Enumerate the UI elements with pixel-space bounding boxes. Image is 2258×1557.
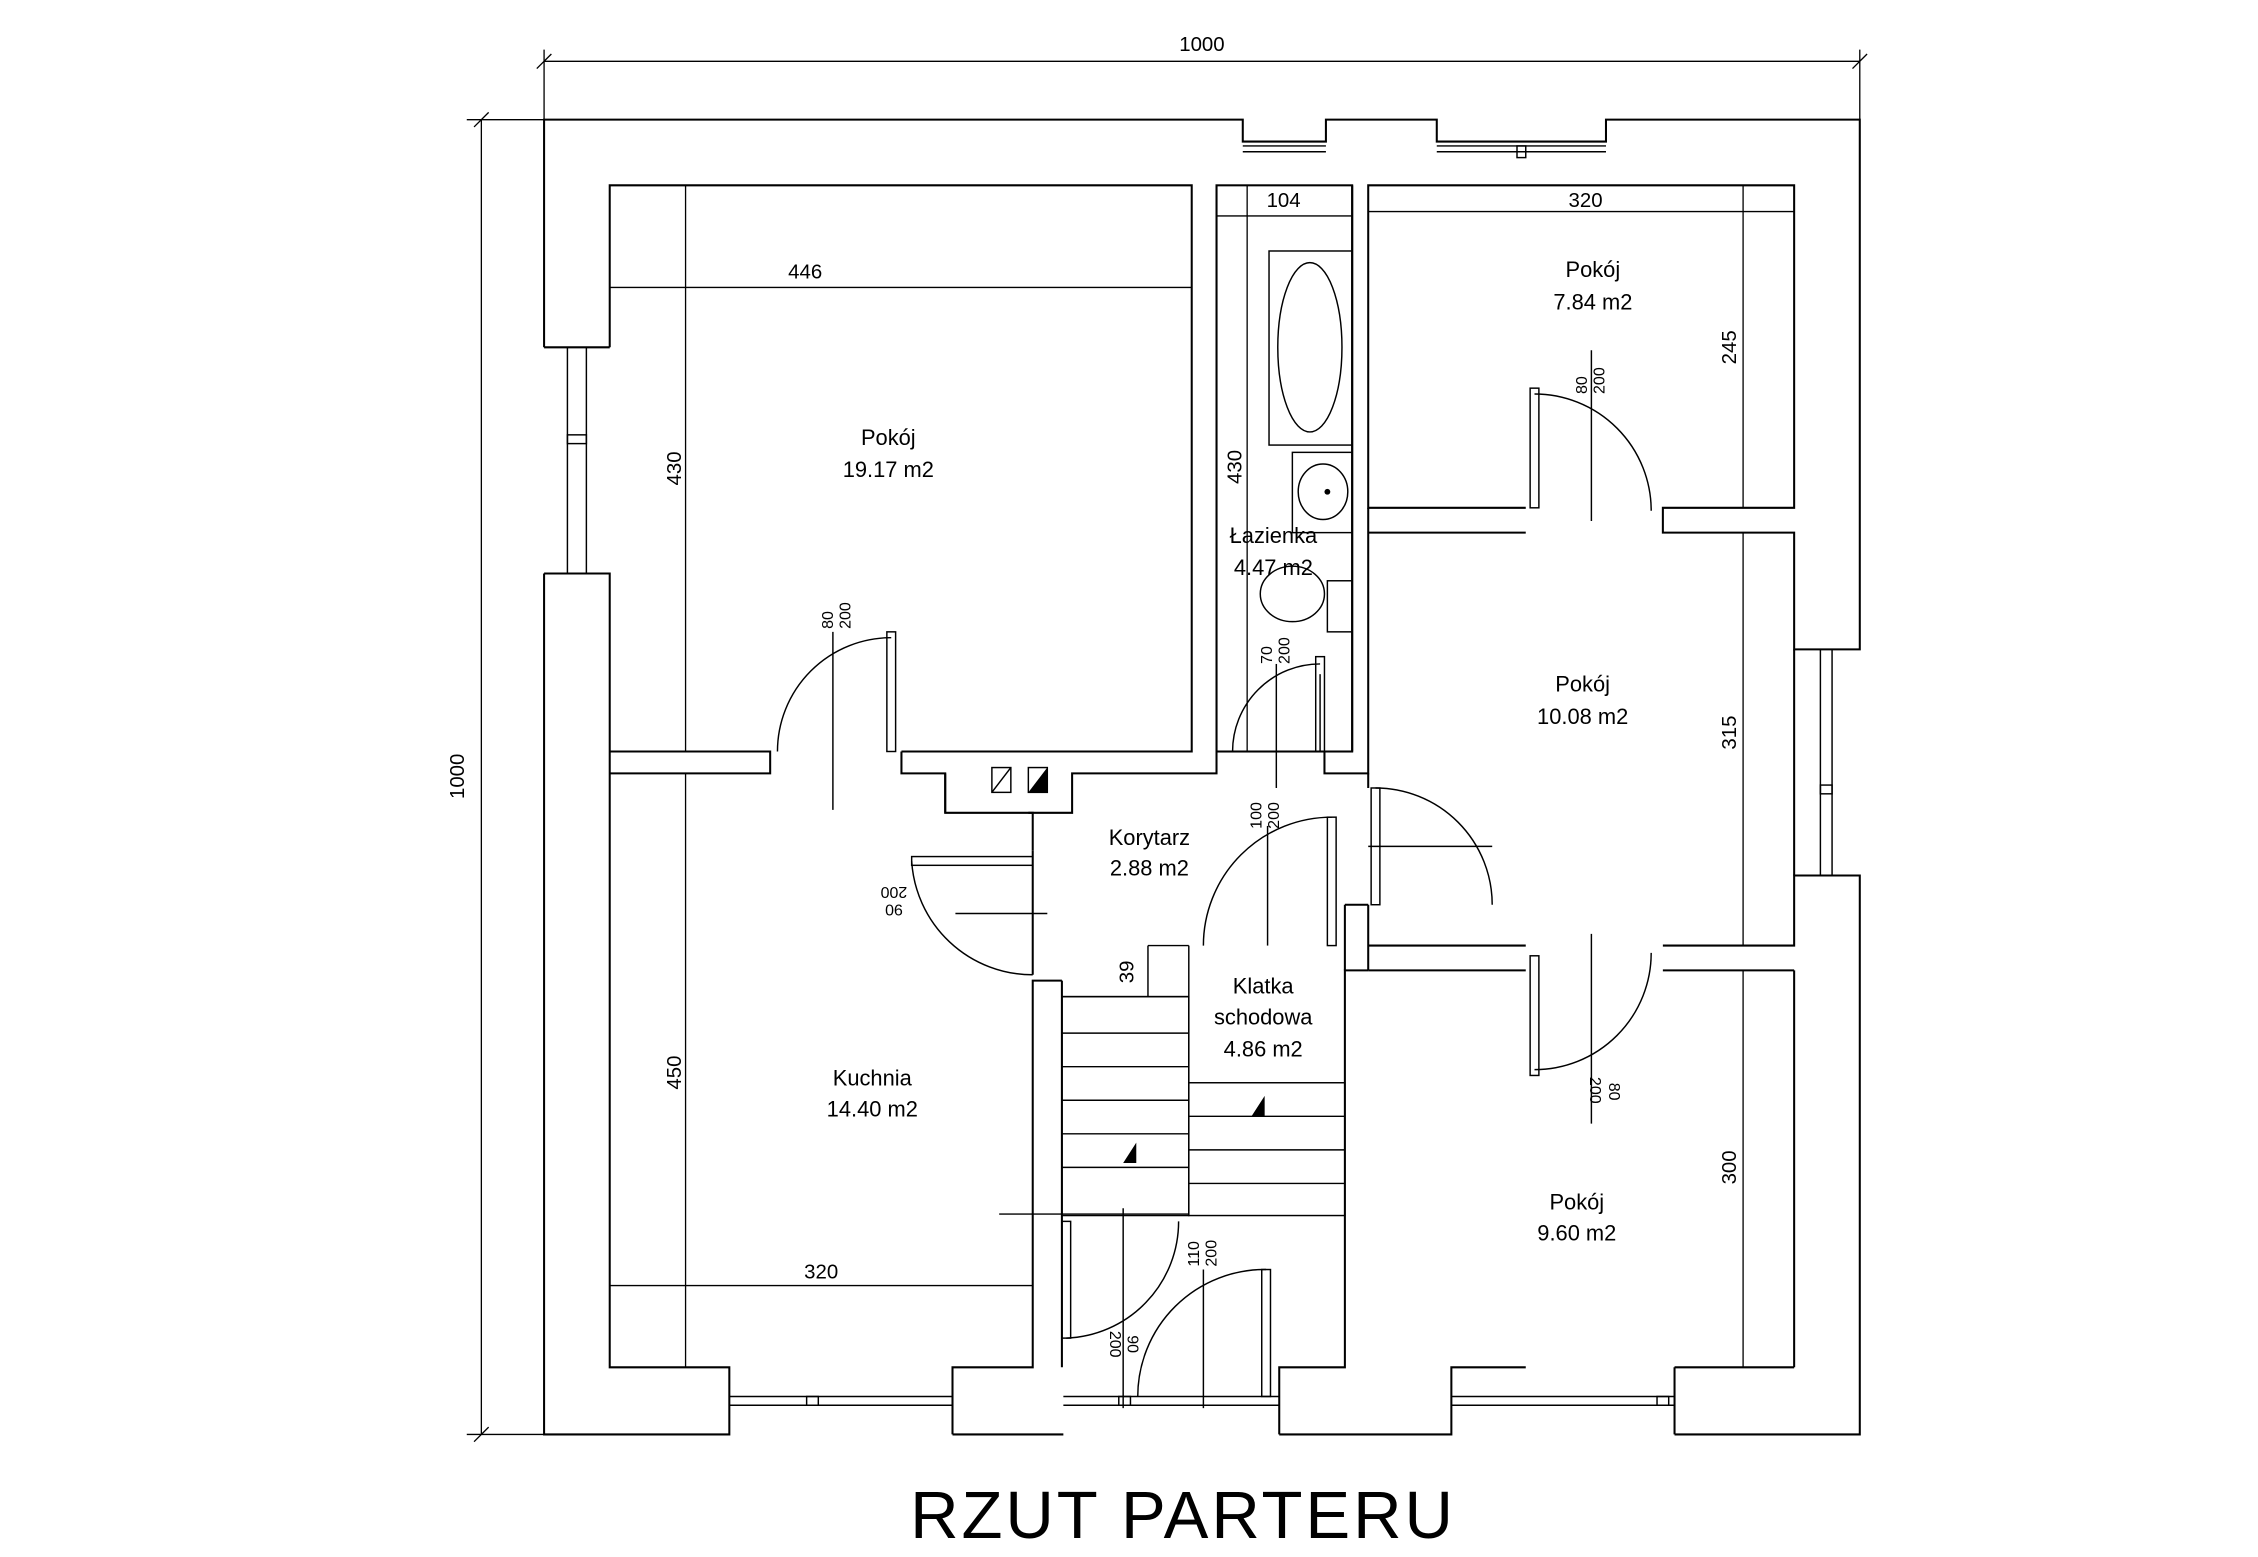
interior-walls xyxy=(609,184,1526,1368)
svg-text:300: 300 xyxy=(1719,1150,1741,1184)
washbasin-icon xyxy=(1291,451,1353,534)
svg-text:450: 450 xyxy=(664,1056,686,1090)
room-labels: Pokój 19.17 m2 Pokój 7.84 m2 Łazienka 4.… xyxy=(827,257,1633,1245)
svg-text:90: 90 xyxy=(1124,1335,1142,1353)
svg-text:320: 320 xyxy=(804,1261,838,1283)
room-area: 7.84 m2 xyxy=(1553,289,1632,314)
room-name: Korytarz xyxy=(1109,825,1190,850)
svg-text:200: 200 xyxy=(1265,802,1283,829)
bathroom-fixtures xyxy=(1231,250,1353,753)
room-name: Pokój xyxy=(1555,672,1610,697)
svg-text:70: 70 xyxy=(1258,646,1276,664)
svg-text:100: 100 xyxy=(1248,802,1266,829)
room-dimensions: 446 430 104 430 320 245 315 450 320 300 … xyxy=(609,185,1795,1368)
room-area: 2.88 m2 xyxy=(1110,856,1189,881)
overall-dimension-top: 1000 xyxy=(536,34,1868,120)
room-name: Pokój xyxy=(861,425,916,450)
svg-text:200: 200 xyxy=(1106,1331,1124,1358)
room-area: 9.60 m2 xyxy=(1537,1220,1616,1245)
room-name: schodowa xyxy=(1214,1004,1313,1029)
room-name: Kuchnia xyxy=(833,1066,913,1091)
svg-text:245: 245 xyxy=(1719,330,1741,364)
svg-text:430: 430 xyxy=(664,451,686,485)
svg-text:446: 446 xyxy=(788,262,822,284)
vent-ducts xyxy=(991,766,1049,794)
svg-text:320: 320 xyxy=(1569,190,1603,212)
bathtub-icon xyxy=(1268,250,1353,446)
svg-text:80: 80 xyxy=(1573,376,1591,394)
svg-text:39: 39 xyxy=(1116,960,1138,983)
svg-text:200: 200 xyxy=(1203,1240,1221,1267)
stair-arrow-icon xyxy=(1123,1142,1137,1164)
stair-arrow-icon xyxy=(1251,1095,1265,1117)
toilet-icon xyxy=(1259,565,1326,623)
svg-text:80: 80 xyxy=(819,611,837,629)
svg-text:200: 200 xyxy=(880,883,907,901)
svg-text:200: 200 xyxy=(1586,1077,1604,1104)
room-area: 4.47 m2 xyxy=(1234,555,1313,580)
room-name: Pokój xyxy=(1565,257,1620,282)
svg-text:315: 315 xyxy=(1719,715,1741,749)
outer-walls xyxy=(543,118,1861,1436)
svg-text:200: 200 xyxy=(1275,637,1293,664)
room-area: 4.86 m2 xyxy=(1224,1036,1303,1061)
svg-text:80: 80 xyxy=(1605,1083,1623,1101)
staircase xyxy=(999,944,1346,1217)
svg-text:200: 200 xyxy=(1591,367,1609,394)
dim-overall-top: 1000 xyxy=(1179,34,1224,56)
room-area: 14.40 m2 xyxy=(827,1096,918,1121)
doors: 80 200 80 200 70 200 100 200 90 200 80 2… xyxy=(776,350,1652,1409)
room-name: Klatka xyxy=(1233,974,1295,999)
svg-text:90: 90 xyxy=(885,901,903,919)
dim-overall-left: 1000 xyxy=(447,754,469,799)
svg-text:104: 104 xyxy=(1267,190,1301,212)
svg-text:110: 110 xyxy=(1185,1241,1203,1267)
svg-text:430: 430 xyxy=(1224,450,1246,484)
drawing-title: RZUT PARTERU xyxy=(910,1478,1456,1553)
room-name: Łazienka xyxy=(1230,523,1318,548)
svg-text:200: 200 xyxy=(836,602,854,629)
overall-dimension-left: 1000 xyxy=(447,111,545,1443)
room-area: 19.17 m2 xyxy=(843,457,934,482)
room-area: 10.08 m2 xyxy=(1537,704,1628,729)
room-name: Pokój xyxy=(1549,1190,1604,1215)
